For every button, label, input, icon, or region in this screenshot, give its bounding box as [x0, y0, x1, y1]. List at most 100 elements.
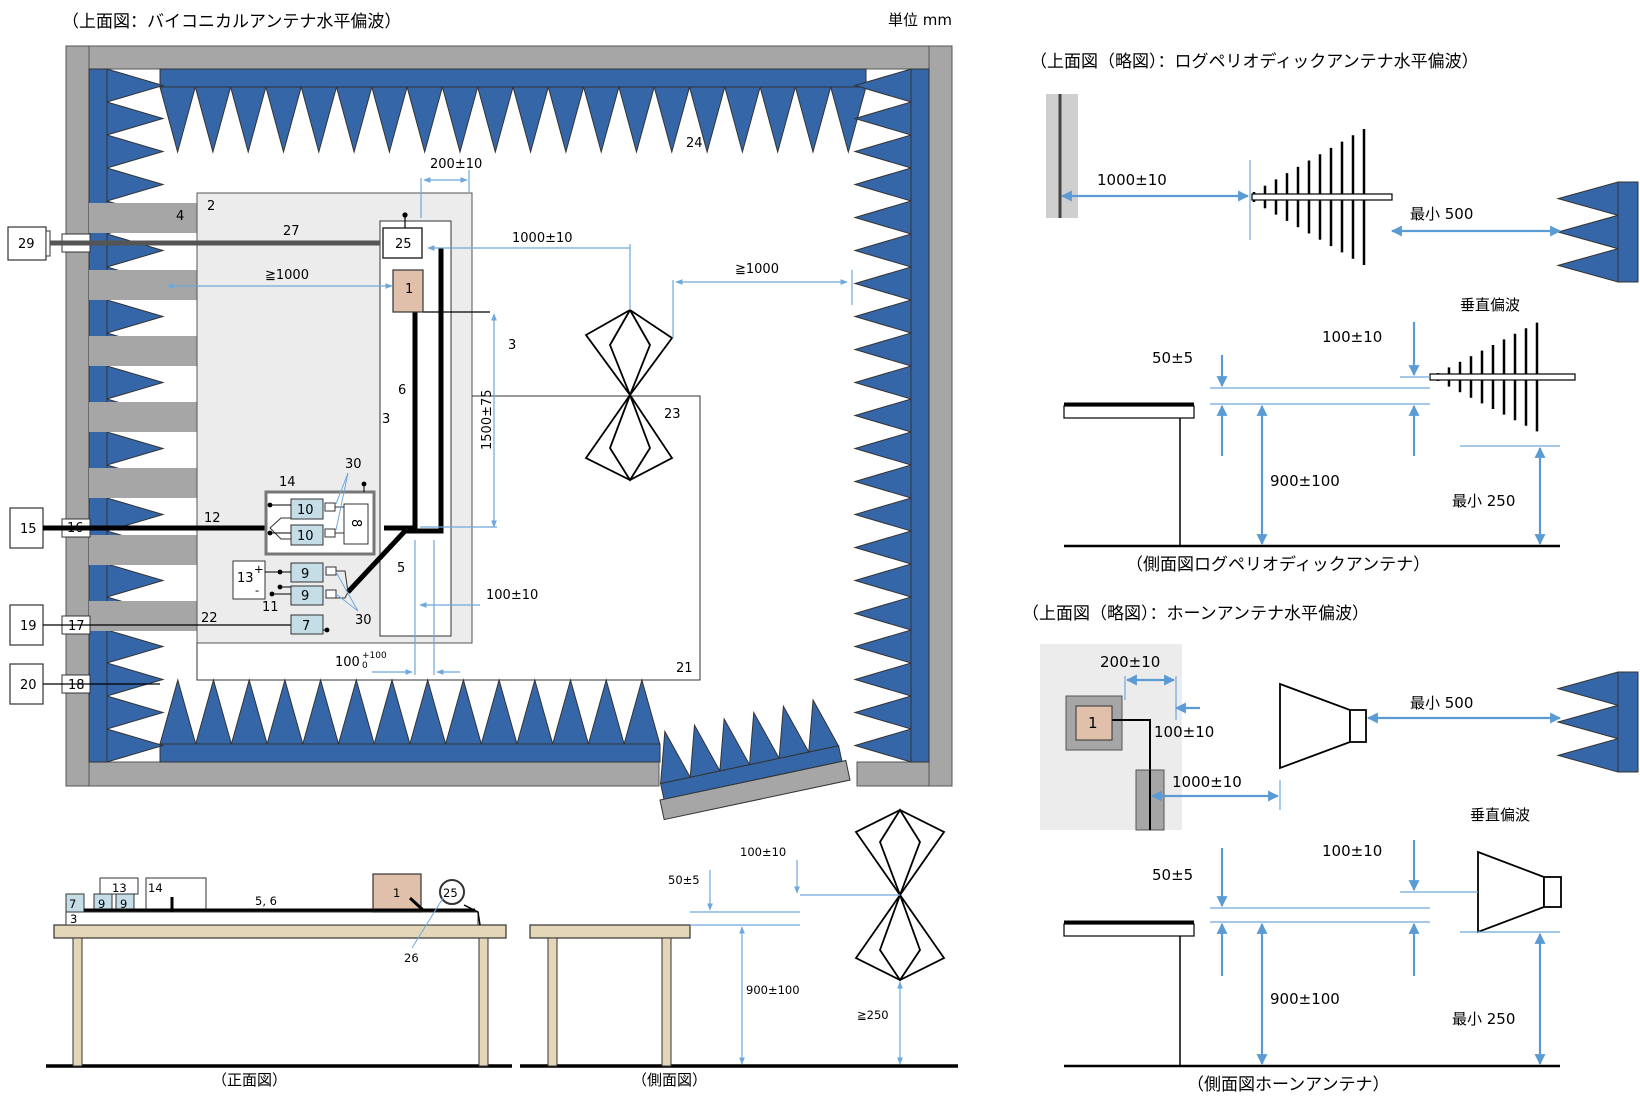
absorber-cone-right	[853, 464, 912, 499]
unit-label: 単位 mm	[888, 11, 952, 29]
log-periodic-section: （上面図（略図）：ログペリオディックアンテナ水平偏波） 1000±10 最小 5…	[1030, 51, 1576, 575]
absorber-cone-tilted	[719, 717, 751, 772]
absorber-cone-top	[724, 86, 761, 154]
horn-antenna-top	[1279, 682, 1351, 770]
absorber-cone-bottom	[587, 678, 625, 745]
front-label-9b: 9	[120, 897, 127, 911]
absorber-right-base	[910, 68, 930, 763]
absorber-cone-left	[106, 563, 165, 598]
side-dim-250: ≧250	[857, 1008, 889, 1022]
label-9a: 9	[301, 567, 309, 582]
absorber-cone-right	[853, 233, 912, 268]
device-13	[232, 560, 266, 600]
absorber-cone-right	[853, 266, 912, 301]
front-view: 7 9 9 3 13 14 5, 6 1 25 26 （正面図）	[46, 873, 958, 1089]
absorber-cone-bottom	[409, 678, 447, 745]
absorber-cone-top	[335, 86, 373, 154]
label-30: 30	[345, 457, 362, 472]
absorber-cone-top	[618, 86, 655, 154]
dim-1000: 1000±10	[512, 231, 573, 246]
absorber-cone-left	[106, 68, 165, 103]
front-label-3: 3	[70, 912, 77, 926]
biconical-antenna-top	[584, 308, 674, 482]
absorber-cone-bottom	[195, 678, 233, 745]
absorber-cone-left	[106, 695, 165, 730]
absorber-cone-top	[477, 86, 514, 154]
dim-ge1000-right: ≧1000	[735, 262, 779, 277]
absorber-cone-left	[106, 299, 165, 334]
absorber-cone-left	[106, 365, 165, 400]
label-10a: 10	[297, 503, 314, 518]
absorber-cone-top	[229, 86, 267, 154]
label-24: 24	[686, 136, 703, 151]
top-view-biconical: （上面図：バイコニカルアンテナ水平偏波） 単位 mm	[7, 11, 1639, 821]
absorber-cone-right	[853, 497, 912, 532]
absorber-cone-top	[512, 86, 549, 154]
horn-dim-900: 900±100	[1270, 990, 1340, 1008]
absorber-cone-top	[265, 86, 302, 154]
absorber-cone-top	[547, 86, 585, 154]
dim-100-sub: 0	[362, 661, 368, 671]
absorber-block-horn-base	[1617, 671, 1639, 773]
absorber-cone-bottom	[480, 678, 518, 745]
label-minus: -	[255, 583, 259, 597]
dim-100-sup: +100	[362, 651, 387, 661]
device-8	[343, 503, 369, 545]
label-15: 15	[20, 522, 37, 537]
absorber-cone-right	[853, 662, 912, 697]
left-dimension-lines	[166, 170, 853, 675]
absorber-cone-top	[582, 86, 620, 154]
box-19	[9, 604, 44, 646]
absorber-block-horn-cone	[1556, 704, 1619, 740]
label-7: 7	[302, 619, 310, 634]
front-label-5-6: 5, 6	[255, 894, 277, 908]
front-label-26: 26	[404, 951, 419, 965]
cable-5	[346, 248, 444, 594]
side-dim-900: 900±100	[746, 983, 800, 997]
absorber-block-lp-cone	[1556, 214, 1619, 250]
absorber-cone-top	[300, 86, 338, 154]
horn-dim-1000: 1000±10	[1172, 773, 1242, 791]
label-18: 18	[68, 678, 85, 693]
front-label-7: 7	[69, 897, 76, 911]
absorber-cone-tilted	[748, 710, 780, 766]
title-side-horn: （側面図ホーンアンテナ）	[1187, 1075, 1389, 1095]
label-12: 12	[204, 511, 221, 526]
label-4: 4	[176, 209, 184, 224]
front-view-title: （正面図）	[212, 1071, 287, 1089]
absorber-cone-left	[106, 101, 165, 136]
front-label-14: 14	[148, 881, 163, 895]
title-horn: （上面図（略図）：ホーンアンテナ水平偏波）	[1022, 604, 1369, 624]
label-11: 11	[262, 600, 279, 615]
horn-dim-50: 50±5	[1152, 866, 1193, 884]
device-7	[290, 614, 324, 635]
horn-dim-100b: 100±10	[1322, 842, 1382, 860]
absorber-cone-left	[106, 134, 165, 169]
title-side-logperiodic: （側面図ログペリオディックアンテナ）	[1126, 554, 1430, 575]
absorber-cone-tilted	[808, 698, 840, 753]
absorber-cone-bottom	[337, 678, 375, 745]
left-gray-strips	[89, 203, 197, 631]
horn-min500: 最小 500	[1410, 694, 1473, 712]
absorber-cone-top	[371, 86, 408, 154]
label-3a: 3	[508, 338, 516, 353]
absorber-cone-bottom	[230, 678, 268, 745]
chamber-wall-bottom-right	[856, 761, 930, 787]
box-15	[9, 507, 44, 549]
absorber-cone-right	[853, 728, 912, 763]
absorber-cone-bottom	[623, 678, 661, 745]
label-20: 20	[20, 678, 37, 693]
front-label-9a: 9	[98, 897, 105, 911]
absorber-cone-right	[853, 431, 912, 466]
absorber-cone-top	[759, 86, 797, 154]
front-label-25: 25	[443, 886, 458, 900]
cable-6	[384, 312, 418, 531]
horn-label-1: 1	[1088, 714, 1098, 732]
horn-dim-200: 200±10	[1100, 653, 1160, 671]
horn-antenna-side	[1477, 850, 1545, 934]
front-label-13: 13	[112, 881, 127, 895]
label-10b: 10	[297, 529, 314, 544]
absorber-cone-left	[106, 167, 165, 202]
absorber-cone-right	[853, 332, 912, 367]
